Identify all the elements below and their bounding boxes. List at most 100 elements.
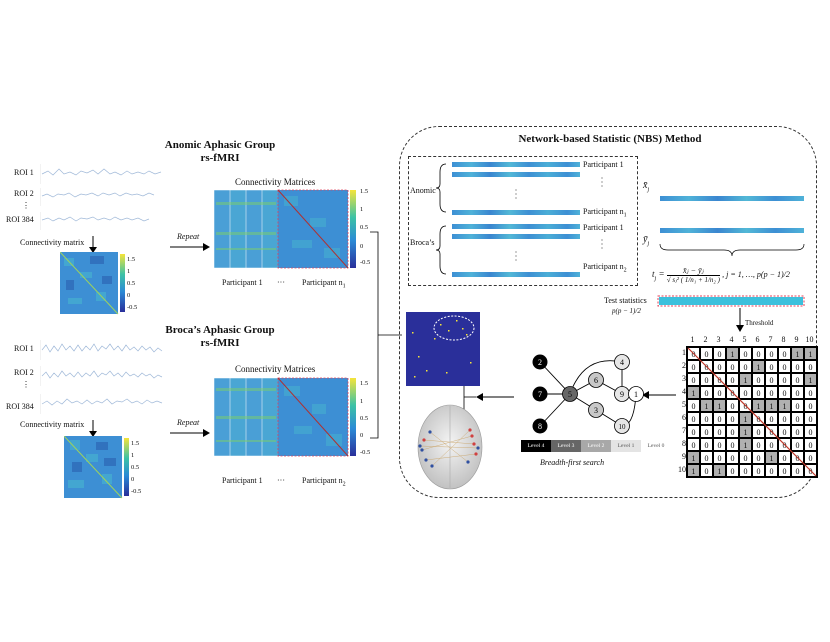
node-2-label: 2 bbox=[538, 358, 542, 367]
adjacency-cell: 0 bbox=[700, 464, 713, 477]
adjacency-cell: 1 bbox=[687, 386, 700, 399]
node-9-label: 9 bbox=[620, 390, 624, 399]
broca-group-title: Broca’s Aphasic Group bbox=[165, 324, 275, 336]
level-3-swatch: Level 3 bbox=[551, 440, 581, 452]
adjacency-cell: 0 bbox=[752, 386, 765, 399]
mean-bars bbox=[659, 196, 805, 257]
broca-participant-dots: ··· bbox=[277, 476, 285, 485]
anomic-roi-2-label: ROI 2 bbox=[14, 189, 34, 198]
adjacency-col-header: 1 bbox=[690, 335, 695, 344]
broca-matrices-title: Connectivity Matrices bbox=[235, 364, 316, 374]
node-3-label: 3 bbox=[594, 406, 598, 415]
adjacency-row-header: 4 bbox=[682, 387, 686, 396]
level-0-swatch: Level 0 bbox=[641, 440, 671, 452]
adjacency-row-header: 5 bbox=[682, 400, 686, 409]
broca-connectivity-matrix-label: Connectivity matrix bbox=[20, 420, 85, 429]
adjacency-cell: 0 bbox=[765, 360, 778, 373]
adjacency-col-header: 3 bbox=[716, 335, 721, 344]
anomic-connectivity-matrix-label: Connectivity matrix bbox=[20, 238, 85, 247]
adjacency-cell: 0 bbox=[700, 451, 713, 464]
adjacency-cell: 1 bbox=[765, 399, 778, 412]
adjacency-cell: 0 bbox=[765, 373, 778, 386]
anomic-down-arrow bbox=[89, 236, 97, 253]
broca-participant-first: Participant 1 bbox=[222, 476, 263, 485]
participant-box bbox=[408, 156, 638, 286]
adjacency-cell: 0 bbox=[700, 412, 713, 425]
adjacency-cell: 0 bbox=[778, 373, 791, 386]
anomic-repeat-arrow bbox=[170, 243, 210, 251]
anomic-colorbar-tick-4: 0 bbox=[127, 292, 131, 299]
broca-large-colorbar-tick-4: 0 bbox=[360, 432, 364, 439]
bfs-level-legend: Level 4 Level 3 Level 2 Level 1 Level 0 bbox=[521, 440, 671, 452]
adjacency-cell: 0 bbox=[804, 451, 817, 464]
adjacency-col-header: 5 bbox=[742, 335, 747, 344]
node-6-label: 6 bbox=[594, 376, 598, 385]
adjacency-cell: 0 bbox=[726, 360, 739, 373]
adjacency-cell: 0 bbox=[804, 425, 817, 438]
adjacency-cell: 0 bbox=[687, 412, 700, 425]
adjacency-cell: 0 bbox=[687, 373, 700, 386]
mean-y-label: ȳj bbox=[643, 234, 650, 247]
level-4-swatch: Level 4 bbox=[521, 440, 551, 452]
adjacency-diagonal bbox=[687, 347, 817, 477]
node-1-label: 1 bbox=[634, 390, 638, 399]
adjacency-cell: 0 bbox=[752, 347, 765, 360]
threshold-label: Threshold bbox=[745, 319, 774, 327]
group-label-broca: Broca’s bbox=[410, 238, 435, 247]
mean-x-label: x̄j bbox=[643, 180, 650, 193]
anomic-participant-first: Participant 1 bbox=[222, 278, 263, 287]
adjacency-cell: 0 bbox=[726, 464, 739, 477]
node-5-label: 5 bbox=[568, 390, 572, 399]
adjacency-cell: 0 bbox=[739, 451, 752, 464]
anomic-group-title: Anomic Aphasic Group bbox=[164, 139, 276, 151]
broca-down-arrow bbox=[89, 420, 97, 437]
broca-participant-last: Participant n2 bbox=[302, 476, 346, 488]
adjacency-cell: 0 bbox=[765, 464, 778, 477]
node-4-label: 4 bbox=[620, 358, 624, 367]
adjacency-row-header: 9 bbox=[682, 452, 686, 461]
adjacency-cell: 0 bbox=[687, 399, 700, 412]
adjacency-col-header: 9 bbox=[794, 335, 799, 344]
adjacency-cell: 0 bbox=[765, 386, 778, 399]
anomic-matrices-title: Connectivity Matrices bbox=[235, 177, 316, 187]
adjacency-cell: 0 bbox=[700, 347, 713, 360]
t-statistic-formula: tj = x̄ⱼ − ȳⱼ √ sⱼ² ( 1/n₁ + 1/n₂ ) , j … bbox=[652, 266, 790, 284]
adjacency-cell: 1 bbox=[713, 464, 726, 477]
anomic-single-matrix bbox=[60, 252, 125, 315]
anomic-bar-participant-1: Participant 1 bbox=[583, 160, 624, 169]
adjacency-cell: 0 bbox=[739, 360, 752, 373]
broca-colorbar-tick-5: -0.5 bbox=[131, 488, 142, 495]
bfs-graph: 2 7 8 5 6 3 4 9 10 1 bbox=[532, 354, 644, 434]
anomic-participant-dots: ··· bbox=[277, 278, 285, 287]
broca-bar-participant-1: Participant 1 bbox=[583, 223, 624, 232]
node-10-label: 10 bbox=[619, 423, 627, 431]
adjacency-cell: 0 bbox=[778, 412, 791, 425]
adjacency-cell: 0 bbox=[713, 451, 726, 464]
anomic-participant-last: Participant n1 bbox=[302, 278, 346, 290]
broca-colorbar-tick-3: 0.5 bbox=[131, 464, 140, 471]
broca-large-colorbar-tick-1: 1.5 bbox=[360, 380, 369, 387]
participant-bars bbox=[436, 162, 603, 277]
adjacency-cell: 1 bbox=[713, 399, 726, 412]
adjacency-cell: 1 bbox=[752, 399, 765, 412]
adjacency-cell: 0 bbox=[791, 412, 804, 425]
adjacency-cell: 0 bbox=[726, 373, 739, 386]
adjacency-cell: 0 bbox=[778, 451, 791, 464]
group-label-anomic: Anomic bbox=[410, 186, 436, 195]
adjacency-cell: 0 bbox=[726, 425, 739, 438]
adjacency-cell: 1 bbox=[700, 399, 713, 412]
broca-bar-participant-n2: Participant n2 bbox=[583, 262, 627, 274]
adjacency-cell: 0 bbox=[700, 425, 713, 438]
adjacency-cell: 0 bbox=[791, 386, 804, 399]
adjacency-cell: 0 bbox=[726, 438, 739, 451]
adjacency-cell: 0 bbox=[726, 399, 739, 412]
anomic-colorbar-tick-5: -0.5 bbox=[127, 304, 138, 311]
adjacency-col-header: 6 bbox=[755, 335, 760, 344]
anomic-large-colorbar-tick-5: -0.5 bbox=[360, 259, 371, 266]
anomic-roi-1-label: ROI 1 bbox=[14, 168, 34, 177]
adjacency-cell: 0 bbox=[739, 347, 752, 360]
anomic-large-colorbar-tick-4: 0 bbox=[360, 243, 364, 250]
